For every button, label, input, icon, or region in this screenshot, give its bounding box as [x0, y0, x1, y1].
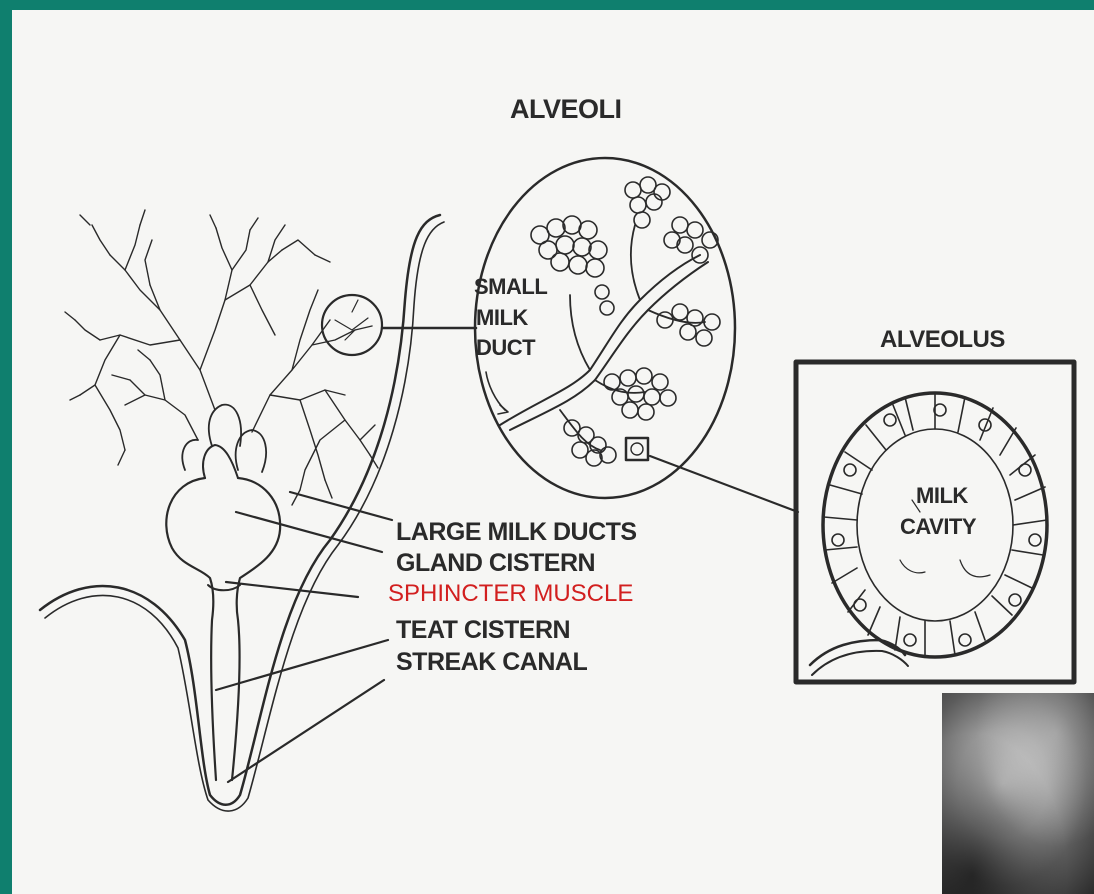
udder-outline	[40, 215, 440, 805]
leader-teat-cistern	[216, 640, 388, 690]
label-alveolus: ALVEOLUS	[880, 326, 1005, 354]
alveolus-marker	[626, 438, 648, 460]
large-milk-duct-lobe	[236, 430, 266, 472]
alveoli-clusters	[531, 177, 720, 466]
label-large-milk-ducts: LARGE MILK DUCTS	[396, 518, 637, 547]
leader-lines	[216, 492, 392, 782]
label-milk-cavity-2: CAVITY	[900, 514, 976, 540]
magnify-circle-small	[322, 295, 382, 355]
label-gland-cistern: GLAND CISTERN	[396, 549, 595, 578]
label-alveoli: ALVEOLI	[510, 94, 622, 125]
large-milk-duct-lobe	[182, 440, 198, 470]
large-milk-duct-lobe	[209, 405, 241, 446]
label-small-milk-duct-1: SMALL	[474, 274, 547, 300]
leader-gland-cistern	[236, 512, 382, 552]
connector-line-2	[650, 456, 798, 512]
leader-large-milk-ducts	[290, 492, 392, 520]
gland-cistern	[166, 478, 280, 780]
leader-streak-canal	[228, 680, 384, 782]
micrograph-photo	[942, 693, 1094, 894]
duct-tree	[65, 210, 378, 505]
udder-outline-inner	[45, 222, 444, 811]
label-small-milk-duct-3: DUCT	[476, 335, 535, 361]
leader-sphincter-muscle	[226, 582, 358, 597]
label-teat-cistern: TEAT CISTERN	[396, 616, 570, 645]
label-streak-canal: STREAK CANAL	[396, 648, 587, 677]
label-sphincter-muscle: SPHINCTER MUSCLE	[388, 580, 633, 608]
label-milk-cavity-1: MILK	[916, 483, 968, 509]
label-small-milk-duct-2: MILK	[476, 305, 528, 331]
gland-cistern-top	[203, 445, 238, 478]
